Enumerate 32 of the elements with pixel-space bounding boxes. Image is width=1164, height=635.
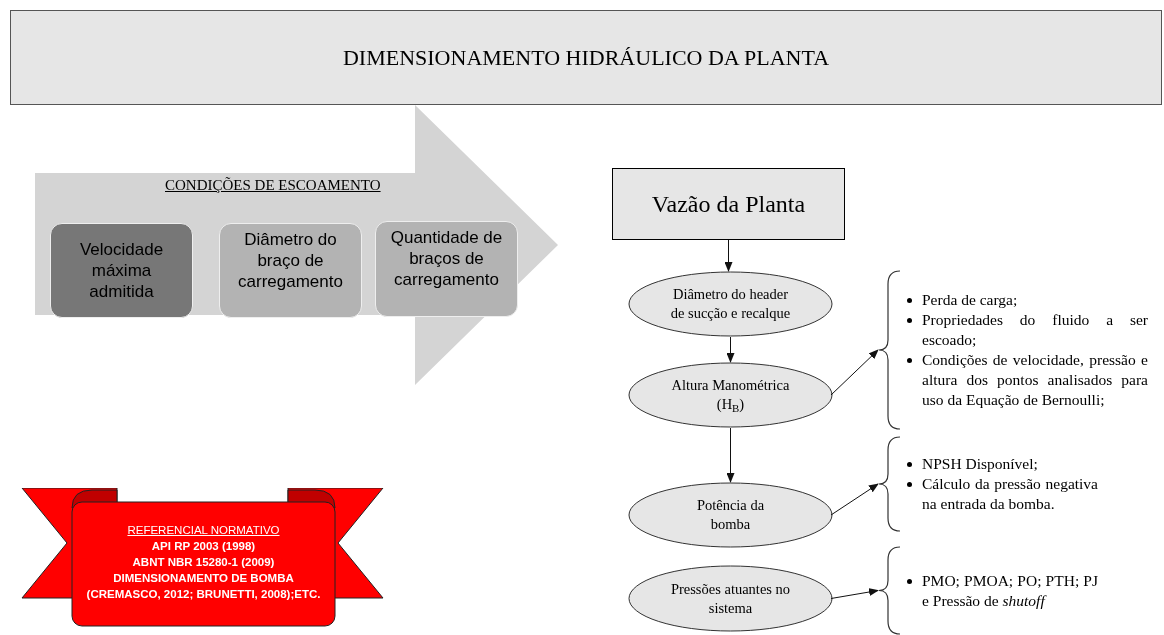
bullet-item: NPSH Disponível; [922, 454, 1039, 474]
bullet-item: Propriedades do fluido a ser escoado; [922, 310, 1148, 350]
ellipse-label: Diâmetro do header de sucção e recalque [669, 285, 792, 323]
ribbon-text: ABNT NBR 15280-1 (2009) [132, 555, 275, 570]
bullet-item: Perda de carga; [922, 290, 1019, 310]
rounded-box [50, 223, 193, 318]
title-text: DIMENSIONAMENTO HIDRÁULICO DA PLANTA [342, 44, 830, 72]
ribbon-text: (CREMASCO, 2012; BRUNETTI, 2008);ETC. [86, 587, 321, 602]
arrow [724, 239, 733, 272]
bullet-item: Condições de velocidade, pressão e altura dos pontos analisados para uso da Equação de Bernoulli; [922, 350, 1148, 410]
section-heading: CONDIÇÕES DE ESCOAMENTO [165, 176, 381, 195]
ellipse-label: Potência da bomba [695, 496, 766, 534]
box-label: Vazão da Planta [651, 190, 806, 219]
ribbon-text: DIMENSIONAMENTO DE BOMBA [113, 571, 294, 586]
box-label: Quantidade de braços de carregamento [389, 227, 504, 290]
rounded-box [219, 223, 362, 318]
arrow [726, 336, 735, 363]
process-box [612, 168, 845, 240]
bullet-item: Cálculo da pressão negativa na entrada da bomba. [922, 474, 1098, 514]
box-label: Diâmetro do braço de carregamento [237, 229, 344, 292]
ribbon-text: API RP 2003 (1998) [151, 539, 256, 554]
ribbon-text: REFERENCIAL NORMATIVO [127, 523, 280, 538]
title-banner [10, 10, 1162, 105]
arrow [830, 349, 879, 396]
bullet-item: PMO; PMOA; PO; PTH; PJ e Pressão de shutoff [922, 570, 1098, 611]
arrow [726, 427, 735, 483]
ellipse-label: Altura Manométrica (H$_{B}$) [670, 376, 791, 414]
ellipse-label: Pressões atuantes no sistema [669, 579, 792, 618]
box-label: Velocidade máxima admitida [78, 239, 165, 302]
arrow [830, 588, 879, 599]
rounded-box [375, 221, 518, 317]
arrow [830, 483, 879, 516]
